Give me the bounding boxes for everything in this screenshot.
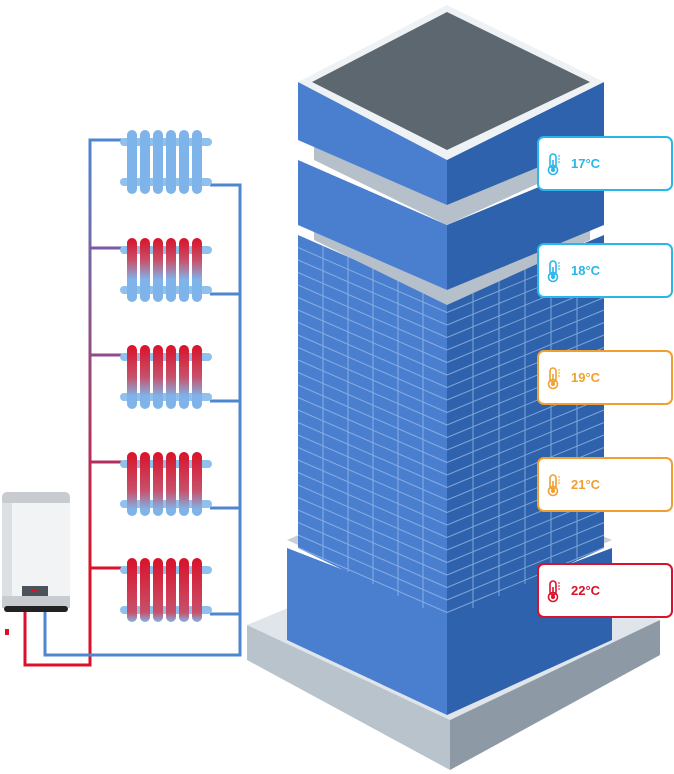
building-body [297, 235, 605, 620]
building-upper [298, 5, 604, 305]
temperature-value: 22°C [571, 583, 601, 598]
radiator-icon [120, 238, 212, 302]
thermometer-icon [547, 473, 560, 496]
temperature-value: 19°C [571, 370, 601, 385]
roof [312, 12, 590, 150]
radiator-icon [120, 452, 212, 516]
temperature-value: 17°C [571, 156, 601, 171]
water-heater-icon [2, 492, 70, 635]
temperature-value: 21°C [571, 477, 601, 492]
thermometer-icon [547, 366, 560, 389]
thermometer-icon [547, 259, 560, 282]
temperature-label: 22°C [537, 563, 673, 618]
radiator-icon [120, 130, 212, 194]
thermometer-icon [547, 152, 560, 175]
temperature-value: 18°C [571, 263, 601, 278]
temperature-label: 18°C [537, 243, 673, 298]
pipes [23, 138, 242, 667]
radiator-icon [120, 558, 212, 622]
radiator-icon [120, 345, 212, 409]
temperature-label: 19°C [537, 350, 673, 405]
temperature-label: 17°C [537, 136, 673, 191]
temperature-label: 21°C [537, 457, 673, 512]
thermometer-icon [547, 579, 560, 602]
